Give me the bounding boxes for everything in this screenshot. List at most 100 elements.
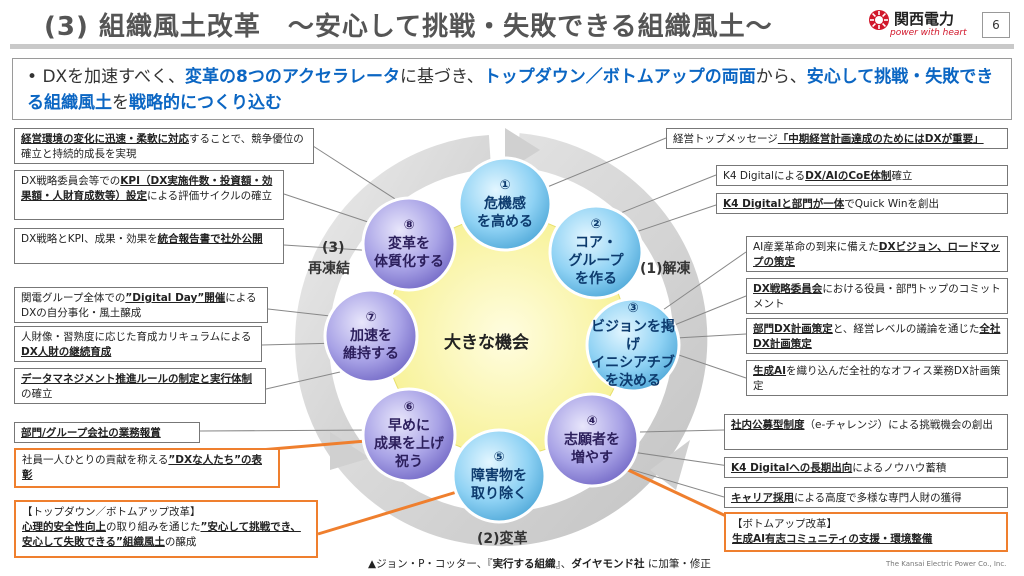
box-emphasis: K4 Digitalと部門が一体 (723, 198, 845, 210)
right-box-dx-plan: 部門DX計画策定と、経営レベルの議論を通じた全社DX計画策定 (746, 318, 1008, 354)
node-label-line: 変革を (388, 236, 430, 252)
left-box-digital-day: 関電グループ全体での”Digital Day”開催によるDXの自分事化・風土醸成 (14, 287, 268, 323)
box-emphasis: 生成AI有志コミュニティの支援・環境整備 (732, 533, 933, 545)
lead-highlight-accelerators: 変革の8つのアクセラレータ (184, 67, 400, 87)
left-box-business-agility: 経営環境の変化に迅速・柔軟に対応することで、競争優位の確立と持続的成長を実現 (14, 128, 314, 164)
right-box-coe: K4 DigitalによるDX/AIのCoE体制確立 (716, 165, 1008, 186)
box-emphasis: 統合報告書で社外公開 (157, 233, 263, 245)
logo-tagline: power with heart (890, 28, 967, 38)
node-7-sustain-acceleration: ⑦ 加速を 維持する (326, 291, 416, 381)
node-label-line: を高める (477, 214, 533, 230)
node-number: ⑤ (493, 450, 505, 465)
box-text: によるノウハウ蓄積 (852, 462, 947, 474)
node-label-line: 維持する (343, 346, 399, 362)
bullet: • (27, 67, 38, 87)
box-text: でQuick Winを創出 (844, 198, 939, 210)
right-box-dx-committee: DX戦略委員会における役員・部門トップのコミットメント (746, 278, 1008, 314)
box-text: と、経営レベルの議論を通じた (832, 323, 980, 335)
box-text: 確立 (891, 170, 913, 182)
node-label-line: 障害物を (471, 468, 527, 484)
left-box-data-management: データマネジメント推進ルールの制定と実行体制の確立 (14, 368, 266, 404)
box-text: による高度で多様な専門人財の獲得 (794, 492, 962, 504)
box-text: における役員・部門トップのコミットメント (753, 283, 1001, 310)
node-label-line: を作る (575, 271, 617, 287)
box-text: を織り込んだ全社的なオフィス業務DX計画策定 (753, 365, 1001, 392)
box-emphasis: DX戦略委員会 (753, 283, 823, 295)
node-number: ④ (586, 414, 598, 429)
lead-text-1: DXを加速すべく、 (42, 67, 185, 87)
node-number: ② (590, 217, 602, 232)
center-label: 大きな機会 (444, 333, 529, 353)
lead-highlight-strategic: 戦略的につくり込む (129, 93, 282, 113)
box-emphasis: 社内公募型制度 (731, 419, 805, 431)
box-emphasis: ”DXな人たち”の表彰 (22, 454, 262, 481)
node-label-line: 志願者を (564, 432, 620, 448)
box-emphasis: データマネジメント推進ルールの制定と実行体制 (21, 373, 252, 385)
node-label-line: コア・ (575, 235, 617, 251)
node-number: ⑧ (403, 218, 415, 233)
box-emphasis: 経営環境の変化に迅速・柔軟に対応 (21, 133, 189, 145)
copyright: The Kansai Electric Power Co., Inc. (886, 560, 1007, 568)
box-text: の取り組みを通じた (106, 521, 201, 533)
box-emphasis: 心理的安全性向上 (22, 521, 106, 533)
node-label-line: グループ (568, 253, 624, 269)
left-box-business-award: 部門/グループ会社の業務報賞 (14, 422, 200, 443)
node-label-line: 早めに (388, 418, 430, 434)
box-emphasis: ”Digital Day”開催 (125, 292, 226, 304)
box-text: K4 Digitalによる (723, 170, 806, 182)
company-logo: 関西電力 power with heart (868, 6, 978, 40)
node-label-line: 取り除く (471, 486, 527, 502)
right-box-dx-vision: AI産業革命の到来に備えたDXビジョン、ロードマップの策定 (746, 236, 1008, 272)
node-number: ⑦ (365, 310, 377, 325)
right-box-bottomup-reform: 【ボトムアップ改革】 生成AI有志コミュニティの支援・環境整備 (724, 512, 1008, 552)
lead-summary: • DXを加速すべく、変革の8つのアクセラレータに基づき、トップダウン／ボトムア… (12, 58, 1012, 120)
right-box-quick-win: K4 Digitalと部門が一体でQuick Winを創出 (716, 193, 1008, 214)
box-emphasis: 「中期経営計画達成のためにはDXが重要」 (777, 133, 984, 145)
node-6-early-wins: ⑥ 早めに 成果を上げ 祝う (364, 390, 454, 480)
phase-2-change: (2)変革 (477, 531, 528, 547)
source-citation: ▲ジョン・P・コッター、『実行する組織』、ダイヤモンド社 に加筆・修正 (368, 556, 711, 571)
box-emphasis: 生成AI (753, 365, 787, 377)
box-emphasis: 全社DX計画策定 (753, 323, 1001, 350)
box-text: することで、競争優位の確立と持続的成長を実現 (21, 133, 304, 160)
source-note: に加筆・修正 (644, 558, 711, 570)
source-pre: ▲ジョン・P・コッター、『 (368, 558, 493, 570)
lead-text-5: から、 (755, 67, 807, 87)
left-box-kpi: DX戦略委員会等でのKPI（DX実施件数・投資額・効果額・人財育成数等）設定によ… (14, 170, 284, 220)
box-emphasis: K4 Digitalへの長期出向 (731, 462, 853, 474)
box-emphasis: DX人財の継続育成 (21, 346, 112, 358)
phase-3-refreeze: 再凍結 (308, 261, 350, 277)
right-box-generative-ai: 生成AIを織り込んだ全社的なオフィス業務DX計画策定 (746, 360, 1008, 396)
node-8-institute-change: ⑧ 変革を 体質化する (364, 199, 454, 289)
source-book: 実行する組織 (492, 558, 556, 570)
box-text: DX戦略委員会等での (21, 175, 121, 187)
box-emphasis: DXビジョン、ロードマップの策定 (753, 241, 1000, 268)
node-label-line: ビジョンを掲げ (591, 319, 675, 353)
box-emphasis: キャリア採用 (731, 492, 794, 504)
box-emphasis: KPI（DX実施件数・投資額・効果額・人財育成数等）設定 (21, 175, 273, 202)
source-publisher: ダイヤモンド社 (571, 558, 645, 570)
box-tag: 【トップダウン／ボトムアップ改革】 (22, 506, 201, 518)
box-emphasis: DX/AIのCoE体制 (805, 170, 892, 182)
phase-1-unfreeze: (1)解凍 (640, 261, 691, 277)
node-label-line: 危機感 (484, 196, 526, 212)
right-box-long-term-secondment: K4 Digitalへの長期出向によるノウハウ蓄積 (724, 457, 1008, 478)
node-label-line: 成果を上げ (374, 436, 444, 452)
node-label-line: を決める (605, 373, 661, 389)
lead-highlight-topdown-bottomup: トップダウン／ボトムアップの両面 (483, 67, 756, 87)
lead-text-3: に基づき、 (399, 67, 484, 87)
node-3-vision: ③ ビジョンを掲げ イニシアチブ を決める (588, 300, 678, 390)
page-number: 6 (982, 12, 1010, 38)
node-circles (323, 156, 681, 524)
node-2-core-group: ② コア・ グループ を作る (551, 207, 641, 297)
box-text: 人財像・習熟度に応じた育成カリキュラムによる (21, 331, 252, 343)
node-number: ① (499, 178, 511, 193)
box-text: DX戦略とKPI、成果・効果を (21, 233, 158, 245)
box-text: 経営トップメッセージ (673, 133, 778, 145)
box-text: 関電グループ全体での (21, 292, 126, 304)
node-5-remove-obstacles: ⑤ 障害物を 取り除く (454, 431, 544, 521)
lead-highlight-culture: 安心して挑戦・失敗できる組織風土 (27, 67, 994, 113)
box-emphasis: 部門/グループ会社の業務報賞 (21, 427, 161, 439)
box-text: の醸成 (164, 536, 197, 548)
